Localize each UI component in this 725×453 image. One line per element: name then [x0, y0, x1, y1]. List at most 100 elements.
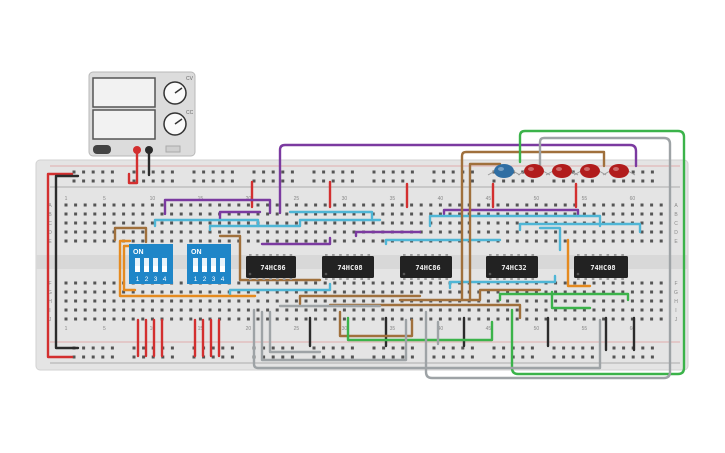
- signal-wire[interactable]: [278, 143, 638, 215]
- signal-wire[interactable]: [518, 222, 642, 234]
- column-number: 30: [342, 326, 348, 332]
- chip-label: 74HC86: [260, 264, 285, 272]
- column-number: 25: [294, 196, 300, 202]
- row-letter: E: [674, 239, 678, 245]
- signal-wire[interactable]: [260, 310, 408, 362]
- dip-position-label: 2: [203, 276, 207, 283]
- dip-toggle[interactable]: [162, 258, 167, 272]
- column-number: 25: [294, 326, 300, 332]
- dip-position-label: 3: [154, 276, 158, 283]
- ic-chip[interactable]: 74HC32: [486, 254, 538, 280]
- dip-toggle[interactable]: [135, 258, 140, 272]
- row-letter: J: [675, 317, 678, 323]
- signal-wire[interactable]: [122, 244, 137, 292]
- column-number: 1: [65, 196, 68, 202]
- column-number: 50: [534, 326, 540, 332]
- row-letter: A: [48, 203, 52, 209]
- signal-wire[interactable]: [208, 218, 382, 232]
- row-letter: G: [48, 290, 52, 296]
- ic-chip[interactable]: 74HC08: [574, 254, 628, 280]
- dip-position-label: 4: [221, 276, 225, 283]
- column-number: 45: [486, 196, 492, 202]
- signal-wire[interactable]: [218, 210, 262, 222]
- power-supply[interactable]: CV CC: [88, 71, 196, 157]
- column-number: 5: [103, 196, 106, 202]
- signal-wire[interactable]: [424, 136, 672, 380]
- logic-chips: 74HC86 74HC08 74HC86 74HC32 74HC08: [246, 254, 628, 280]
- row-letter: D: [48, 230, 52, 236]
- signal-wire[interactable]: [288, 210, 374, 220]
- signal-wire[interactable]: [442, 208, 580, 218]
- signal-wire[interactable]: [538, 226, 562, 252]
- signal-wire[interactable]: [260, 236, 332, 246]
- signal-wire[interactable]: [218, 234, 322, 282]
- signal-wire[interactable]: [498, 292, 630, 302]
- chip-label: 74HC08: [590, 264, 615, 272]
- signal-wire[interactable]: [468, 162, 502, 302]
- column-number: 20: [246, 326, 252, 332]
- ic-chip[interactable]: 74HC86: [400, 254, 452, 280]
- row-letter: J: [49, 317, 52, 323]
- wires: [46, 129, 686, 380]
- signal-wire[interactable]: [338, 310, 414, 338]
- column-number: 55: [582, 326, 588, 332]
- dip-toggle[interactable]: [153, 258, 158, 272]
- column-number: 60: [630, 196, 636, 202]
- signal-wire[interactable]: [118, 239, 257, 298]
- led[interactable]: [517, 164, 551, 178]
- column-number: 5: [103, 326, 106, 332]
- signal-wire[interactable]: [153, 218, 260, 228]
- led[interactable]: [602, 164, 636, 178]
- voltage-display: [92, 77, 156, 108]
- ic-chip[interactable]: 74HC86: [246, 254, 296, 280]
- row-letter: I: [675, 308, 676, 314]
- signal-wire[interactable]: [448, 274, 557, 290]
- signal-wire[interactable]: [346, 316, 494, 342]
- power-switch[interactable]: [93, 145, 111, 154]
- signal-wire[interactable]: [398, 288, 542, 302]
- row-letter: F: [48, 281, 51, 287]
- row-letter: F: [674, 281, 677, 287]
- ic-chip[interactable]: 74HC08: [322, 254, 374, 280]
- rail-wire[interactable]: [46, 172, 74, 359]
- signal-wire[interactable]: [510, 129, 686, 376]
- signal-wire[interactable]: [566, 238, 592, 288]
- row-letter: B: [674, 212, 678, 218]
- column-number: 55: [582, 196, 588, 202]
- signal-wire[interactable]: [113, 226, 148, 244]
- signal-wire[interactable]: [298, 294, 422, 306]
- led[interactable]: [545, 164, 579, 178]
- signal-wire[interactable]: [228, 282, 332, 298]
- dip-toggle[interactable]: [202, 258, 207, 272]
- column-number: 60: [630, 326, 636, 332]
- signal-wire[interactable]: [460, 150, 606, 302]
- psu-positive-wire[interactable]: [127, 148, 139, 185]
- dip-toggle[interactable]: [211, 258, 216, 272]
- column-number: 40: [438, 196, 444, 202]
- signal-wire[interactable]: [354, 230, 422, 238]
- breadboard-holes: [50, 165, 680, 364]
- row-letter: I: [49, 308, 50, 314]
- signal-wire[interactable]: [328, 303, 522, 320]
- knob-bottom-label: CC: [186, 110, 194, 116]
- column-number: 1: [65, 326, 68, 332]
- rail-wire[interactable]: [54, 174, 80, 350]
- row-letter: C: [674, 221, 678, 227]
- signal-wire[interactable]: [550, 290, 592, 310]
- row-letter: H: [674, 299, 678, 305]
- dip-toggle[interactable]: [220, 258, 225, 272]
- dip-toggle[interactable]: [144, 258, 149, 272]
- signal-wire[interactable]: [163, 198, 272, 216]
- dip-position-label: 1: [136, 276, 140, 283]
- signal-wire[interactable]: [252, 308, 602, 370]
- signal-wire[interactable]: [428, 214, 602, 228]
- led[interactable]: [573, 164, 607, 178]
- dip-toggle[interactable]: [193, 258, 198, 272]
- column-number: 50: [534, 196, 540, 202]
- signal-wire[interactable]: [268, 310, 322, 354]
- column-number: 35: [390, 196, 396, 202]
- column-number: 30: [342, 196, 348, 202]
- row-letter: G: [674, 290, 678, 296]
